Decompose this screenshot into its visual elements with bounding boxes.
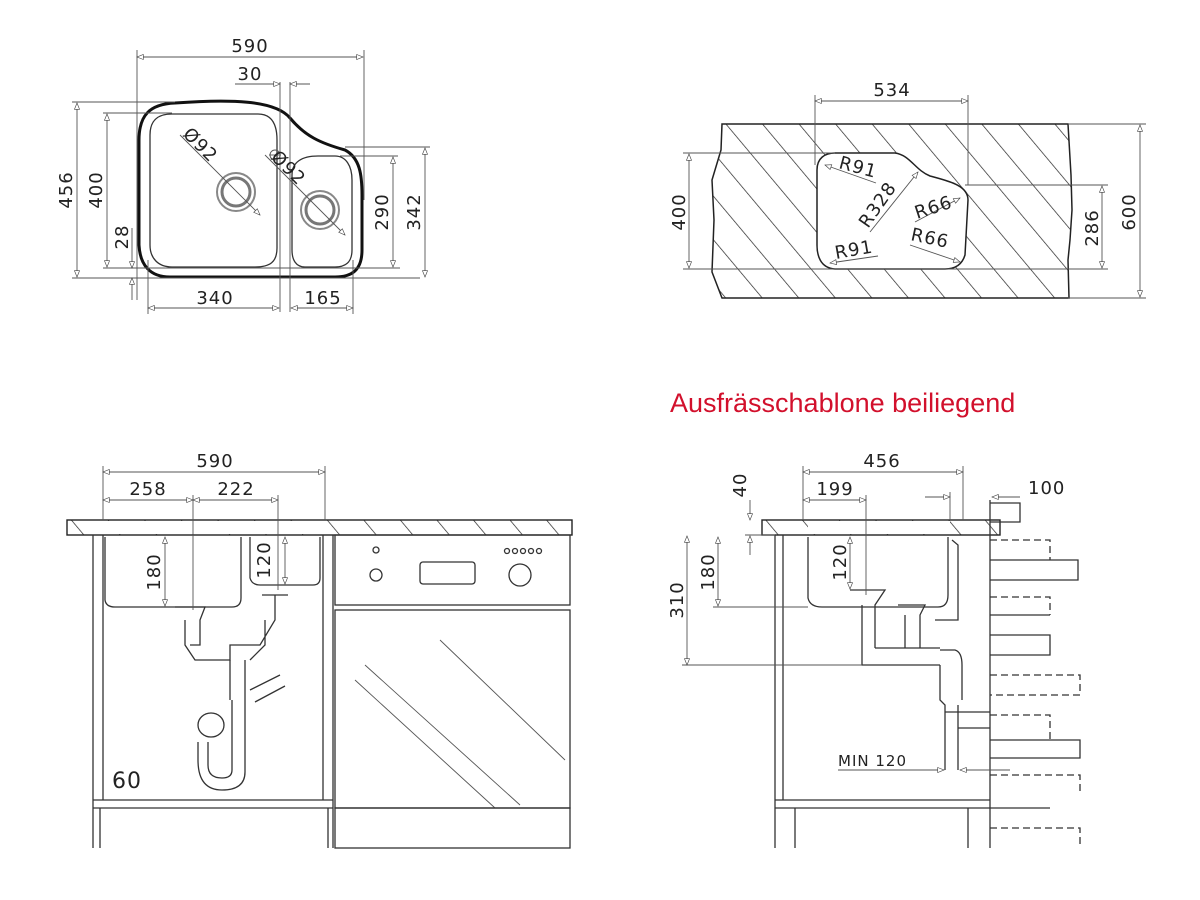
cutout-template-view: 534 400 286 600 R91 R328 R66 R91 R66 (669, 80, 1146, 299)
dim-side-small-depth: 120 (830, 543, 851, 580)
dim-small-height: 290 (372, 193, 393, 230)
dim-cutout-width: 534 (873, 80, 910, 101)
dim-min-clearance: MIN 120 (838, 752, 907, 770)
dim-side-bowl-offset: 199 (816, 479, 853, 500)
dim-small-section: 342 (404, 193, 425, 230)
drain-main (216, 172, 256, 212)
sink-top-view: 590 30 456 400 28 340 165 290 342 Ø92 Ø9… (56, 36, 430, 314)
dim-height-main: 400 (86, 171, 107, 208)
dim-side-total-depth: 310 (667, 581, 688, 618)
dim-side-offset-top: 40 (730, 473, 751, 498)
dim-gap: 30 (238, 64, 263, 85)
dim-front-small-depth: 120 (254, 541, 275, 578)
dim-side-main-depth: 180 (698, 553, 719, 590)
dim-front-width-total: 590 (196, 451, 233, 472)
dishwasher-panel (334, 534, 571, 606)
dim-main-width: 340 (196, 288, 233, 309)
dim-height-total: 456 (56, 171, 77, 208)
dim-small-width: 165 (304, 288, 341, 309)
side-installation-view: 456 40 199 100 310 180 120 MIN 120 (667, 451, 1081, 848)
dim-front-main-width: 258 (129, 479, 166, 500)
brick-wall (990, 502, 1081, 848)
template-included-note: Ausfrässchablone beiliegend (670, 388, 1015, 418)
dim-width-total: 590 (231, 36, 268, 57)
dim-front-main-depth: 180 (144, 553, 165, 590)
dim-offset-bottom: 28 (112, 225, 133, 250)
dishwasher-door (334, 609, 571, 809)
dim-front-small-width: 222 (217, 479, 254, 500)
cabinet-width-label: 60 (112, 769, 142, 794)
dim-cutout-height-left: 400 (669, 193, 690, 230)
front-installation-view: 590 258 222 180 120 60 (66, 451, 573, 849)
drain-small (300, 190, 340, 230)
dim-worktop-depth: 600 (1119, 193, 1140, 230)
dim-drain-small: Ø92 (266, 147, 309, 190)
dim-cutout-height-right: 286 (1082, 209, 1103, 246)
dim-drain-main: Ø92 (178, 124, 221, 167)
dim-side-wall-gap: 100 (1028, 478, 1065, 499)
dim-side-width-total: 456 (863, 451, 900, 472)
